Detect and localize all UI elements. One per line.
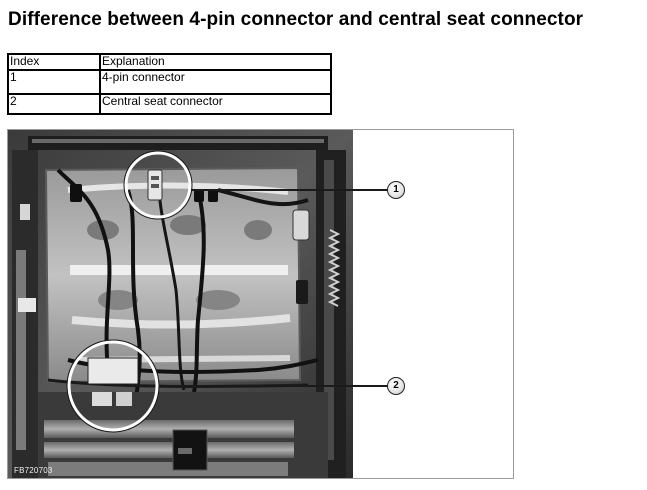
legend-table: Index Explanation 1 4-pin connector 2 Ce… — [7, 53, 332, 115]
page-title: Difference between 4-pin connector and c… — [8, 9, 584, 30]
legend-header-index: Index — [7, 53, 101, 71]
seat-wiring-figure: 1 2 FB720703 — [7, 129, 514, 479]
legend-cell-index: 2 — [7, 93, 101, 115]
legend-header-row: Index Explanation — [7, 53, 332, 71]
callout-2-badge: 2 — [387, 377, 405, 395]
legend-header-explanation: Explanation — [99, 53, 332, 71]
legend-cell-explanation: 4-pin connector — [99, 69, 332, 95]
seat-wiring-photo — [8, 130, 353, 478]
legend-cell-index: 1 — [7, 69, 101, 95]
callout-1-leader — [191, 189, 389, 191]
legend-row: 2 Central seat connector — [7, 93, 332, 115]
callout-1-badge: 1 — [387, 181, 405, 199]
figure-id-label: FB720703 — [14, 466, 53, 475]
legend-row: 1 4-pin connector — [7, 69, 332, 95]
callout-2-leader — [159, 385, 389, 387]
legend-cell-explanation: Central seat connector — [99, 93, 332, 115]
